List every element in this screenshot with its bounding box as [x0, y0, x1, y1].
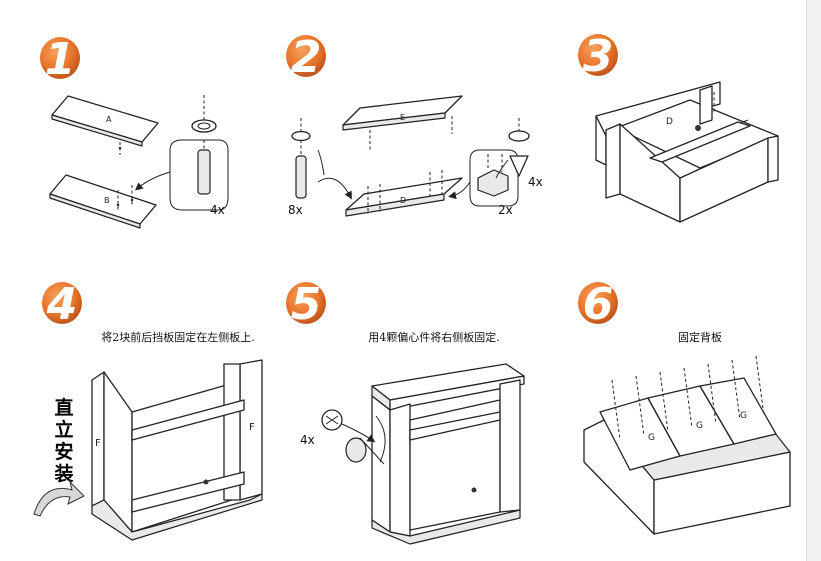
board-b: B	[49, 174, 157, 229]
dowel-detail: 8x	[288, 118, 352, 217]
cam-lock-detail: 4x	[300, 409, 386, 465]
step-number-badge: 1	[40, 34, 80, 85]
step-number-badge: 5	[286, 279, 326, 330]
panel-label: G	[696, 421, 703, 431]
step-number: 6	[583, 279, 614, 330]
step-3: 3 D	[578, 31, 779, 223]
panel-label: D	[666, 117, 673, 127]
step-number-badge: 3	[578, 31, 618, 82]
step-number: 5	[291, 279, 322, 330]
board-e: E	[342, 95, 463, 150]
bracket-detail: 2x	[448, 149, 519, 217]
step-number-badge: 2	[286, 32, 326, 83]
panel-label: A	[106, 115, 112, 124]
panel-label: G	[648, 433, 655, 443]
step-caption: 用4颗偏心件将右侧板固定.	[368, 330, 500, 344]
side-note-char-4: 装	[53, 462, 73, 485]
step-5: 5 用4颗偏心件将右侧板固定. 4x	[286, 279, 525, 545]
assembled-frame	[371, 363, 525, 545]
panel-label: F	[95, 438, 101, 449]
screw-guides	[611, 355, 765, 441]
box-frame: D	[595, 81, 779, 223]
board-a: A	[51, 95, 159, 155]
step-number: 3	[583, 31, 614, 82]
step-number-badge: 4	[42, 279, 82, 330]
panel-label: F	[249, 422, 255, 433]
cam-fitting-detail: 4x	[134, 95, 229, 217]
side-note-char-3: 安	[54, 440, 73, 463]
panel-label: D	[400, 196, 406, 205]
step-number: 2	[291, 32, 322, 83]
screw-guide-line	[659, 371, 669, 433]
panel-label: B	[104, 196, 110, 205]
step-1: 1 A B 4x	[40, 34, 229, 229]
step-caption: 固定背板	[678, 330, 722, 344]
quantity-label: 4x	[528, 175, 543, 189]
curved-arrow-icon	[33, 480, 85, 517]
step-2: 2 E D 8x	[286, 32, 543, 217]
panel-label: E	[400, 113, 405, 122]
panel-label: G	[740, 411, 747, 421]
screw-guide-line	[683, 367, 693, 429]
side-note-char-1: 直	[54, 396, 73, 419]
screw-guide-line	[611, 379, 621, 441]
side-note: 直 立 安 装	[33, 396, 85, 517]
step-6: 6 固定背板 G G G	[578, 279, 791, 535]
quantity-label: 4x	[300, 433, 315, 447]
screw-guide-line	[731, 359, 741, 421]
quantity-label: 2x	[498, 203, 513, 217]
screw-guide-line	[755, 355, 765, 417]
quantity-label: 8x	[288, 203, 303, 217]
screw-guide-line	[635, 375, 645, 437]
step-number: 1	[45, 34, 76, 85]
board-d: D	[345, 170, 463, 217]
screw-detail: 4x	[495, 118, 543, 189]
step-number: 4	[46, 279, 78, 330]
step-caption: 将2块前后挡板固定在左侧板上.	[101, 330, 255, 344]
back-panels: G G G	[599, 377, 777, 471]
step-4: 4 将2块前后挡板固定在左侧板上. 直 立 安 装 F F	[33, 279, 263, 541]
upright-frame: F F	[91, 359, 263, 541]
step-number-badge: 6	[578, 279, 618, 330]
side-note-char-2: 立	[54, 418, 73, 441]
quantity-label: 4x	[210, 203, 225, 217]
screw-guide-line	[707, 363, 717, 425]
page-scrollbar[interactable]	[806, 0, 821, 561]
